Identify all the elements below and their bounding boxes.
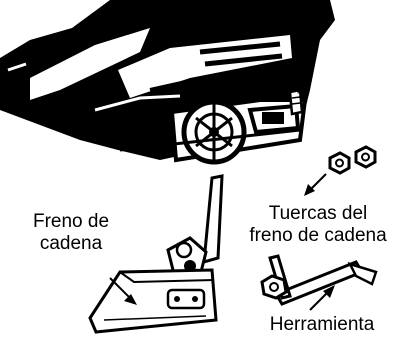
label-chain-brake-line-2: cadena (39, 233, 103, 254)
label-brake-nuts-line-1: Tuercas del (268, 203, 368, 224)
label-brake-nuts-line-2: freno de cadena (249, 225, 387, 246)
scrench-tool (260, 254, 378, 306)
brake-nuts (328, 145, 377, 175)
label-chain-brake-line-1: Freno de (32, 211, 110, 232)
chain-brake-assembly (88, 174, 224, 334)
chainsaw-body (0, 0, 335, 165)
nuts-pointer-arrowhead (304, 184, 315, 196)
tool-pointer-arrowhead (323, 285, 335, 298)
label-brake-nuts: Tuercas del freno de cadena (238, 203, 398, 247)
label-chain-brake: Freno de cadena (22, 211, 120, 255)
label-tool: Herramienta (269, 314, 375, 335)
pointer-line (297, 11, 326, 93)
pointer-arrowhead (294, 80, 303, 94)
brake-pointer-arrowhead (124, 294, 137, 305)
